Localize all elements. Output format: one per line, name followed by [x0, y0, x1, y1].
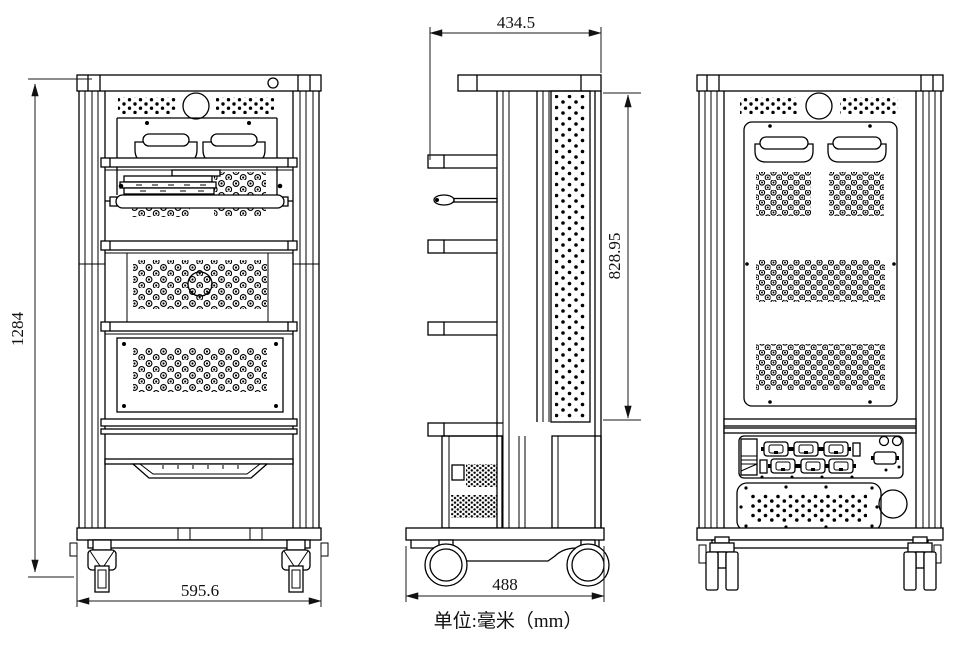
back-vent-patch-middle [756, 260, 885, 302]
front-vent-circle [182, 92, 210, 120]
dsub-connector [791, 441, 821, 457]
front-lower-panel [116, 337, 284, 413]
front-top-cap [76, 74, 322, 92]
fan-hole [878, 489, 908, 519]
front-view: 1284 595.6 [8, 74, 329, 607]
back-top-cap [696, 74, 944, 92]
dim-base-depth: 488 [405, 546, 605, 602]
dsub-connector [826, 458, 856, 474]
back-rail [723, 418, 917, 434]
front-vent-row [118, 92, 274, 120]
side-rear-perforated-strip [550, 90, 591, 423]
front-caster-left [87, 539, 117, 593]
front-shelf-bar-2 [100, 240, 298, 254]
front-shelf-bar-3 [100, 321, 298, 335]
round-connector [891, 435, 903, 447]
panel-knockout-circle [187, 271, 213, 297]
front-shelf-bar-1 [100, 157, 298, 171]
side-shelves [427, 154, 503, 437]
dsub-connector [821, 441, 851, 457]
back-vent-row [740, 92, 898, 120]
front-handles-panel [116, 117, 278, 195]
dim-overall-height: 1284 [8, 78, 92, 578]
dim-top-depth: 434.5 [429, 13, 602, 160]
side-lower-unit [441, 435, 602, 529]
back-caster-right [903, 536, 937, 591]
back-view [696, 74, 944, 591]
back-vent-patch-upper-right [829, 172, 884, 216]
side-wheel-right [566, 543, 610, 587]
dim-overall-width: 595.6 [76, 550, 322, 607]
front-drawer-tray [104, 458, 294, 479]
dsub-connector [871, 451, 899, 465]
front-keyboard-tray [118, 169, 283, 217]
front-perforated-panel [126, 253, 269, 322]
top-button [267, 77, 279, 89]
dim-rear-panel-height: 828.95 [603, 92, 641, 421]
dim-overall-width-label: 595.6 [181, 581, 219, 600]
front-shelf-bar-4 [100, 418, 298, 435]
dim-base-depth-label: 488 [492, 575, 518, 594]
side-top-cap [457, 74, 602, 92]
front-base [69, 527, 329, 557]
dim-rear-panel-height-label: 828.95 [605, 233, 624, 280]
back-handle-cutout-right [827, 136, 887, 163]
back-caster-left [705, 536, 739, 591]
dsub-connector [798, 458, 828, 474]
io-slot [759, 459, 768, 474]
back-posts [698, 91, 942, 528]
back-vent-patch-upper-left [756, 172, 811, 216]
round-connector [878, 435, 890, 447]
dim-top-depth-label: 434.5 [497, 13, 535, 32]
dsub-connector [768, 458, 798, 474]
front-handle-bar [105, 194, 293, 209]
side-knob [433, 194, 498, 206]
back-panel [743, 121, 898, 407]
unit-note: 单位:毫米（mm） [434, 610, 583, 632]
side-wheel-left [424, 543, 468, 587]
front-caster-right [281, 539, 311, 593]
back-perforated-plate [736, 482, 882, 532]
dsub-connector [761, 441, 791, 457]
dim-overall-height-label: 1284 [8, 312, 27, 347]
io-slot [852, 442, 861, 457]
back-vent-patch-lower [756, 344, 885, 390]
front-posts [78, 91, 320, 528]
power-inlet-block [740, 438, 758, 476]
side-view: 434.5 828.95 488 [405, 13, 641, 602]
back-vent-circle [805, 92, 833, 120]
back-io-panel [738, 435, 904, 479]
back-handle-cutout-left [754, 136, 814, 163]
